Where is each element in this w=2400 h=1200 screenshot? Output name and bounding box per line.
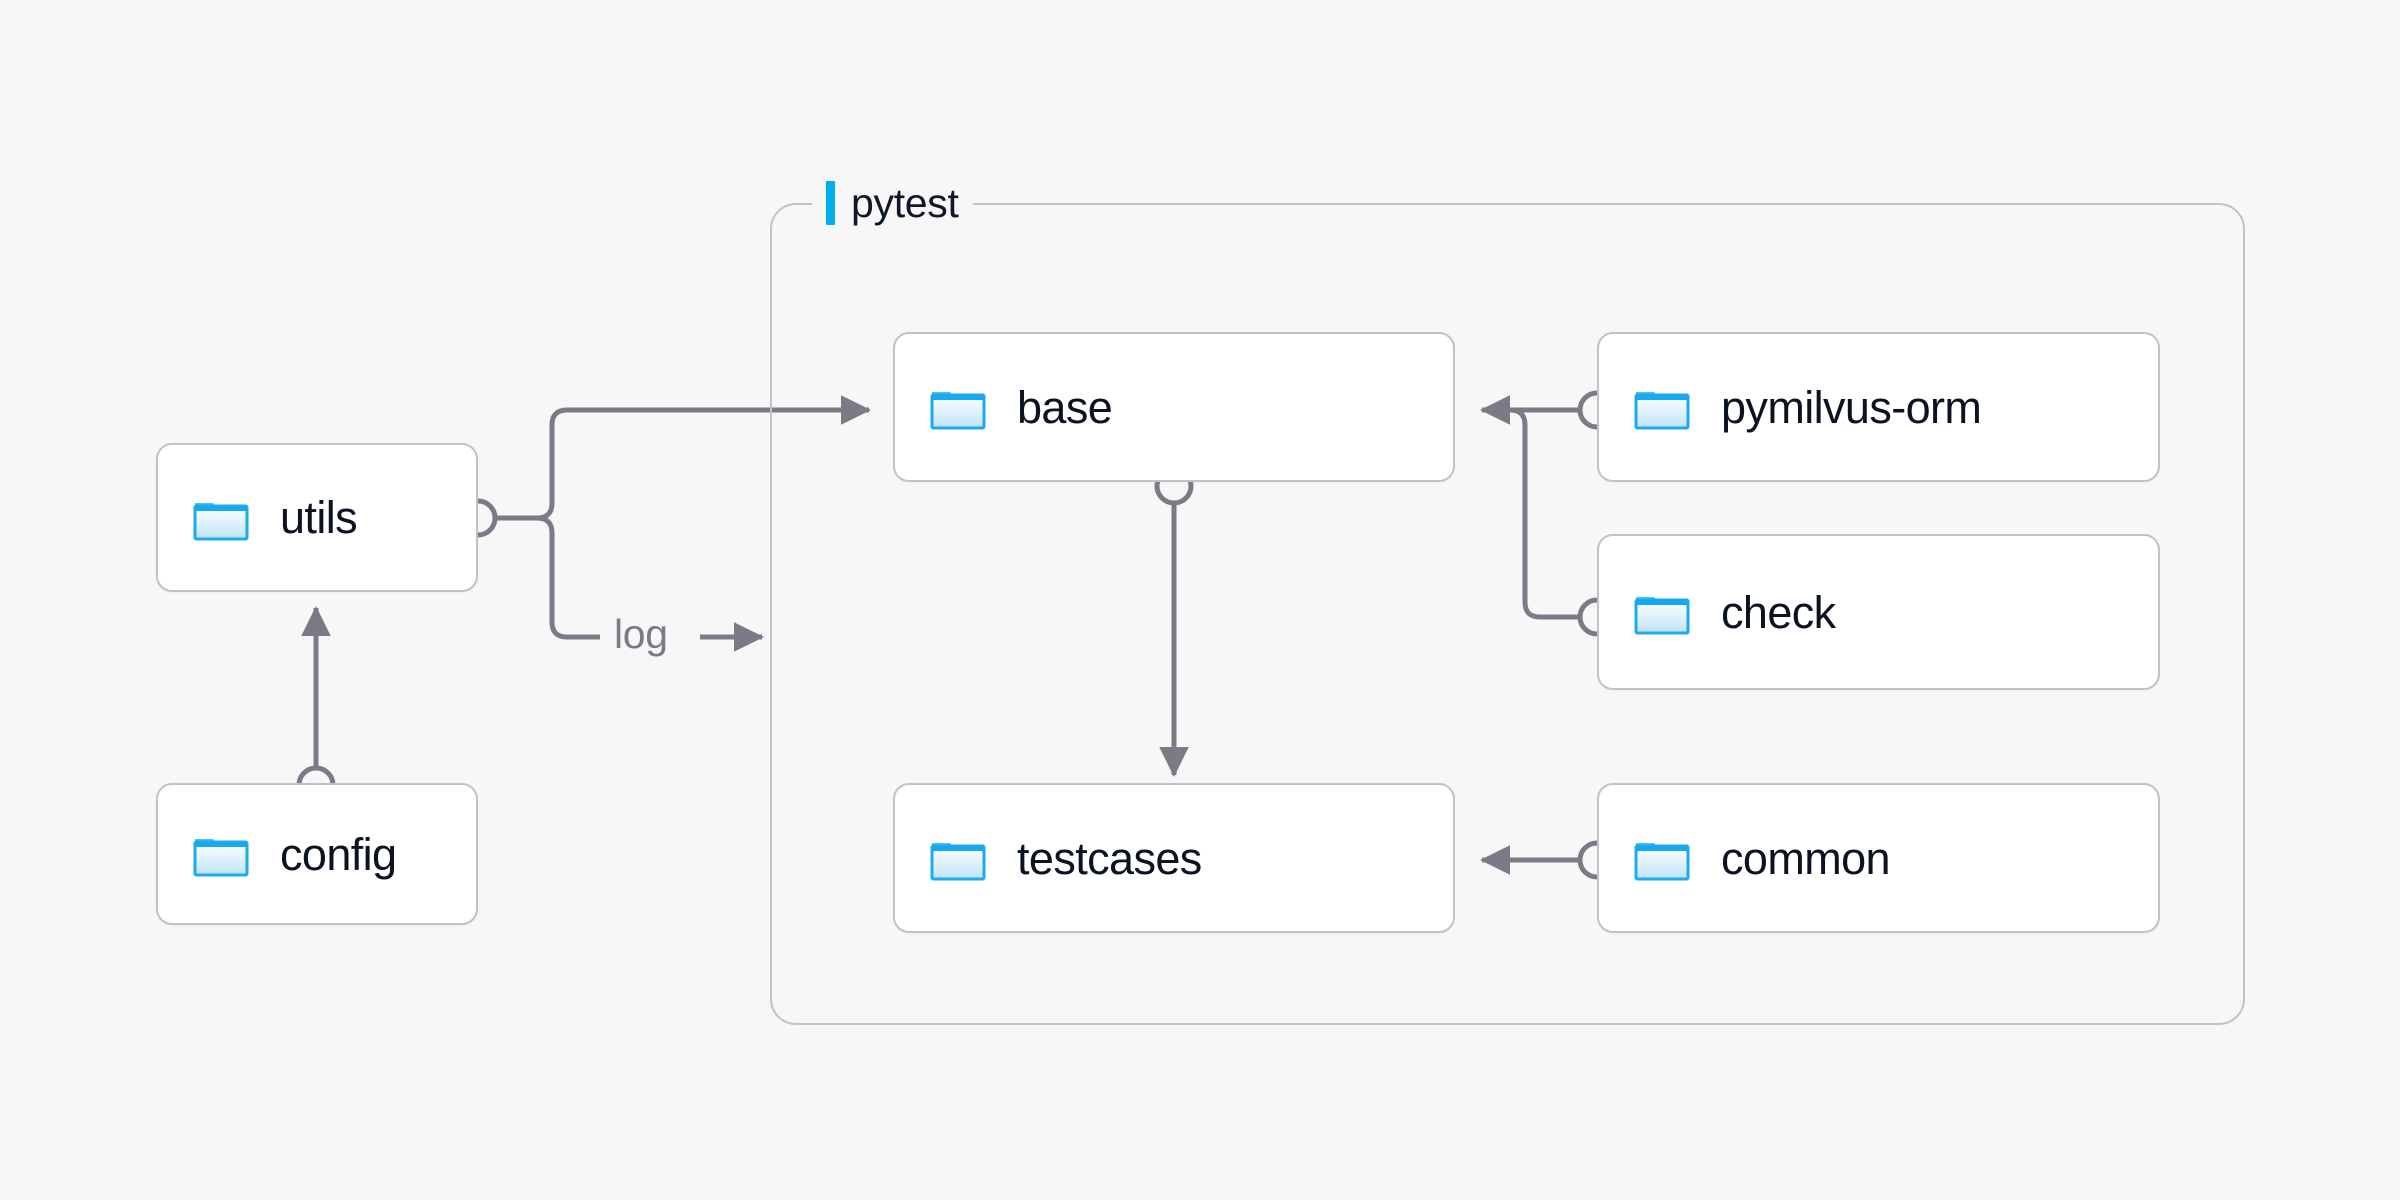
folder-icon bbox=[930, 843, 986, 881]
group-title-text: pytest bbox=[851, 179, 959, 226]
node-label-base: base bbox=[1017, 381, 1113, 433]
node-check[interactable]: check bbox=[1597, 534, 2160, 690]
edge-label-log: log bbox=[604, 614, 678, 655]
node-base[interactable]: base bbox=[893, 332, 1455, 482]
folder-icon bbox=[193, 502, 249, 540]
folder-icon bbox=[1634, 597, 1690, 635]
edge-config-to-utils bbox=[296, 605, 336, 805]
node-common[interactable]: common bbox=[1597, 783, 2160, 933]
node-testcases[interactable]: testcases bbox=[893, 783, 1455, 933]
node-label-pymilvus-orm: pymilvus-orm bbox=[1721, 381, 1982, 433]
pytest-group-label: pytest bbox=[812, 177, 973, 229]
pytest-group-container[interactable] bbox=[770, 203, 2245, 1025]
node-label-common: common bbox=[1721, 832, 1891, 884]
node-config[interactable]: config bbox=[156, 783, 478, 925]
folder-icon bbox=[930, 392, 986, 430]
node-label-config: config bbox=[280, 828, 397, 880]
node-pymilvus-orm[interactable]: pymilvus-orm bbox=[1597, 332, 2160, 482]
folder-icon bbox=[1634, 843, 1690, 881]
folder-icon bbox=[193, 839, 249, 877]
accent-bar-icon bbox=[826, 181, 835, 225]
folder-icon bbox=[1634, 392, 1690, 430]
node-utils[interactable]: utils bbox=[156, 443, 478, 592]
node-label-check: check bbox=[1721, 586, 1836, 638]
node-label-utils: utils bbox=[280, 492, 358, 543]
node-label-testcases: testcases bbox=[1017, 832, 1202, 884]
